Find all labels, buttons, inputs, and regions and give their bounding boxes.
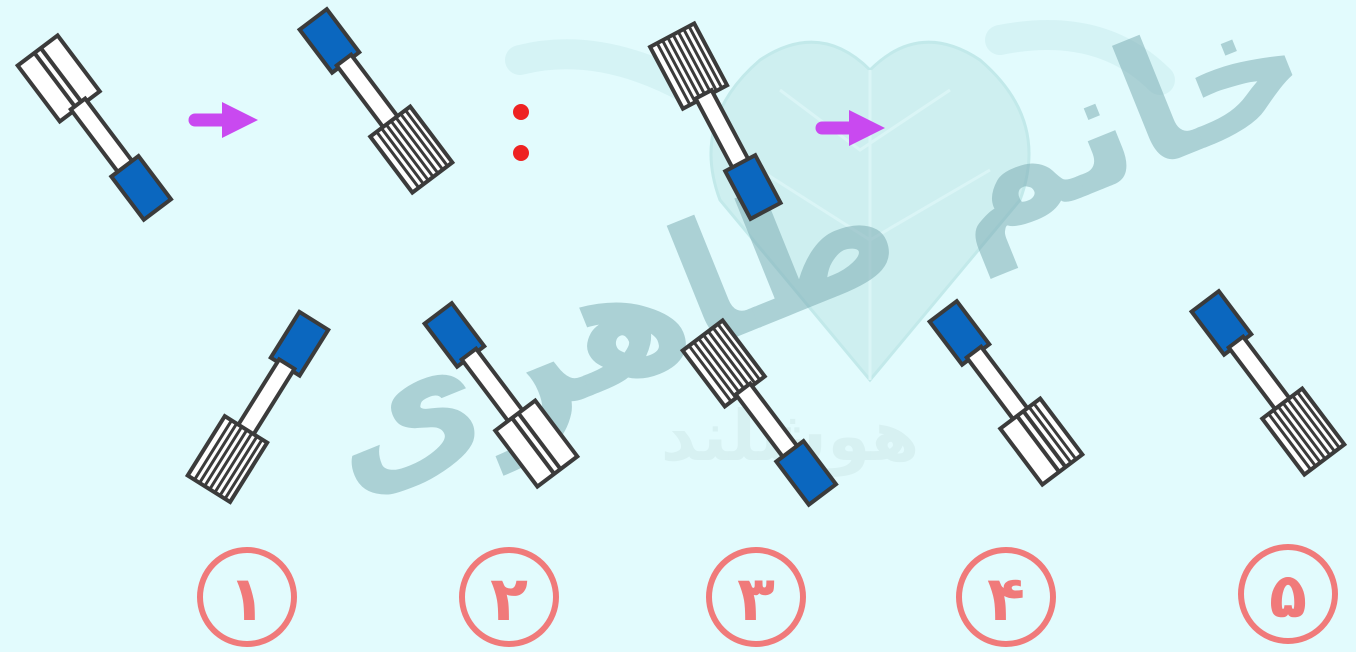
colon-dots-icon <box>513 104 529 161</box>
option-3-badge[interactable]: ۳ <box>706 547 806 647</box>
option-4-figure[interactable] <box>923 296 1085 487</box>
option-2-badge[interactable]: ۲ <box>459 547 559 647</box>
option-5-label: ۵ <box>1269 559 1307 632</box>
option-5-badge[interactable]: ۵ <box>1238 544 1338 644</box>
option-1-badge[interactable]: ۱ <box>197 547 297 647</box>
option-4-label: ۴ <box>987 562 1025 635</box>
option-1-figure[interactable] <box>185 308 335 505</box>
option-1-label: ۱ <box>228 562 266 635</box>
arrow-right-icon <box>188 102 258 138</box>
option-4-badge[interactable]: ۴ <box>956 547 1056 647</box>
arrow-right-icon <box>815 110 885 146</box>
option-5-figure[interactable] <box>1185 286 1347 477</box>
option-2-label: ۲ <box>490 562 528 635</box>
example-after-figure <box>297 7 455 195</box>
example-before-figure <box>15 33 173 222</box>
option-3-label: ۳ <box>737 562 775 635</box>
